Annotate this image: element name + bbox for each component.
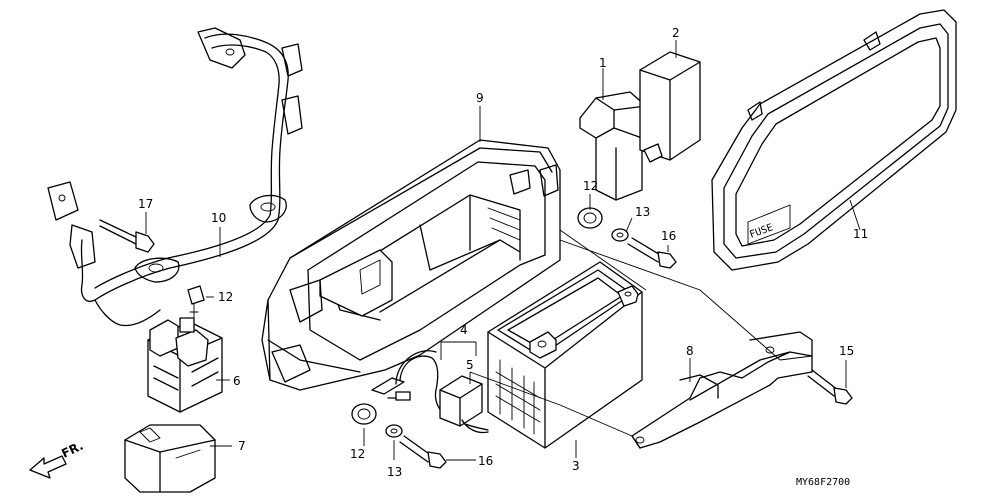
callout-5: 5 [466,358,474,372]
fuse-cover-11 [711,9,957,271]
relay-cover-7 [124,424,216,493]
callout-4: 4 [460,323,468,337]
washer-13-upper [611,228,629,242]
bolt-17 [99,219,155,253]
bolt-16-lower [399,435,447,469]
diagram-code: MY68F2700 [796,477,850,488]
callout-15: 15 [839,344,854,358]
callout-17: 17 [138,197,153,211]
grommet-12-lower [351,403,377,425]
bolt-16-upper [627,237,677,269]
battery-box-9 [261,139,561,391]
grommet-12-upper [577,207,603,229]
callout-leaders [145,40,861,461]
battery-box-stay-10 [47,27,303,327]
callout-1: 1 [599,56,607,70]
callout-3: 3 [572,459,580,473]
holder-1 [579,91,647,201]
callout-numbers: 1 2 3 4 5 6 7 8 9 10 11 12 12 12 13 13 1… [138,26,868,479]
bolt-15 [807,369,853,405]
callout-16-lower: 16 [478,454,493,468]
starter-relay-6 [147,317,223,413]
fr-label: FR. [59,439,85,461]
terminal-boot-5 [439,375,489,434]
callout-13-upper: 13 [635,205,650,219]
callout-13-lower: 13 [387,465,402,479]
callout-7: 7 [238,439,246,453]
callout-10: 10 [211,211,226,225]
callout-16-upper: 16 [661,229,676,243]
battery-3 [487,261,643,449]
front-direction-arrow: FR. [29,439,85,479]
fitting-14 [187,285,205,319]
washer-13-lower [385,424,403,438]
callout-2: 2 [672,26,680,40]
box-2 [639,51,701,163]
callout-6: 6 [233,374,241,388]
battery-stay-8 [631,331,813,449]
callout-12-lower: 12 [350,447,365,461]
callout-12-left: 12 [218,290,233,304]
callout-12-upper: 12 [583,179,598,193]
callout-11: 11 [853,227,868,241]
callout-9: 9 [476,91,484,105]
callout-8: 8 [686,344,694,358]
